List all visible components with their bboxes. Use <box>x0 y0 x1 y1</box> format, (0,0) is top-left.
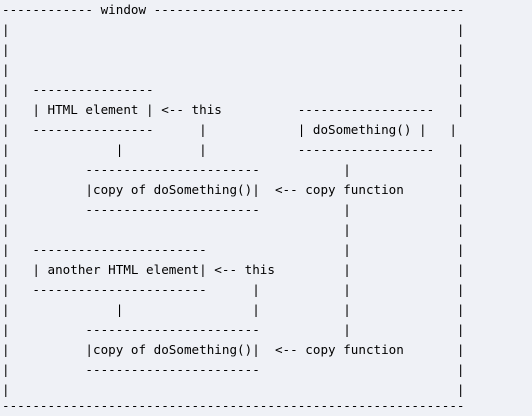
connector-line-3: | | | | | <box>2 302 465 317</box>
copy-box-1-top: | ----------------------- | | <box>2 162 465 177</box>
copy-box-1-label-line: | |copy of doSomething()| <-- copy funct… <box>2 182 465 197</box>
diagram-line-1: | | <box>2 22 465 37</box>
connector-line-1: | | | ------------------ | <box>2 142 465 157</box>
html-element-label-line: | | HTML element | <-- this ------------… <box>2 102 465 117</box>
connector-line-2: | | | <box>2 222 465 237</box>
diagram-line-2: | | <box>2 42 465 57</box>
window-bottom-border: ----------------------------------------… <box>2 398 465 413</box>
copy-box-2-label-line: | |copy of doSomething()| <-- copy funct… <box>2 342 465 357</box>
copy-box-2-bottom: | ----------------------- | <box>2 362 465 377</box>
diagram-line-3: | | <box>2 62 465 77</box>
html-element-box-top: | ---------------- | <box>2 82 465 97</box>
copy-box-2-top: | ----------------------- | | <box>2 322 465 337</box>
another-element-box-top: | ----------------------- | | <box>2 242 465 257</box>
copy-box-1-bottom: | ----------------------- | | <box>2 202 465 217</box>
another-element-label-line: | | another HTML element| <-- this | | <box>2 262 465 277</box>
window-top-border: ------------ window --------------------… <box>2 2 465 17</box>
diagram-line-19: | | <box>2 382 465 397</box>
dosomething-label-line: | ---------------- | | doSomething() | | <box>2 122 457 137</box>
another-element-box-bottom: | ----------------------- | | | <box>2 282 465 297</box>
